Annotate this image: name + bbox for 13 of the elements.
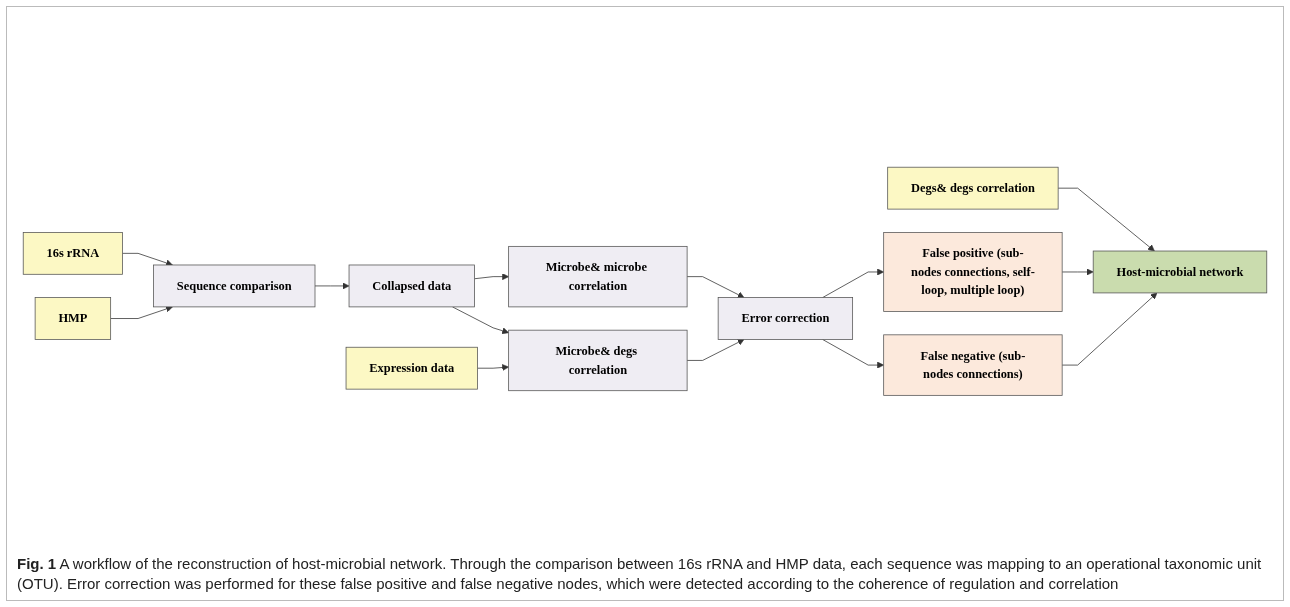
node-box: False negative (sub-nodes connections) <box>883 334 1063 396</box>
figure-caption: Fig. 1 A workflow of the reconstruction of host-microbial network. Through the comparison between 16s rRNA and HMP data, each sequence was mapping to an operational taxonomic unit (OTU). Error correction was performed for these false positive and false negative nodes, which were detected according to the coherence of regulation and correlation <box>17 553 1263 594</box>
node-box: Expression data <box>345 346 478 390</box>
node-box: Collapsed data <box>348 264 475 308</box>
node-box: Host-microbial network <box>1092 250 1268 294</box>
node-box: Microbe& degs correlation <box>508 329 688 392</box>
node-box: Error correction <box>717 297 853 340</box>
node-box: 16s rRNA <box>22 231 123 275</box>
node-box: False positive (sub-nodes connections, self-loop, multiple loop) <box>883 231 1063 312</box>
node-box: Microbe& microbe correlation <box>508 245 688 308</box>
node-box: Sequence comparison <box>153 264 316 308</box>
node-box: HMP <box>34 297 112 340</box>
node-box: Degs& degs correlation <box>887 166 1059 210</box>
